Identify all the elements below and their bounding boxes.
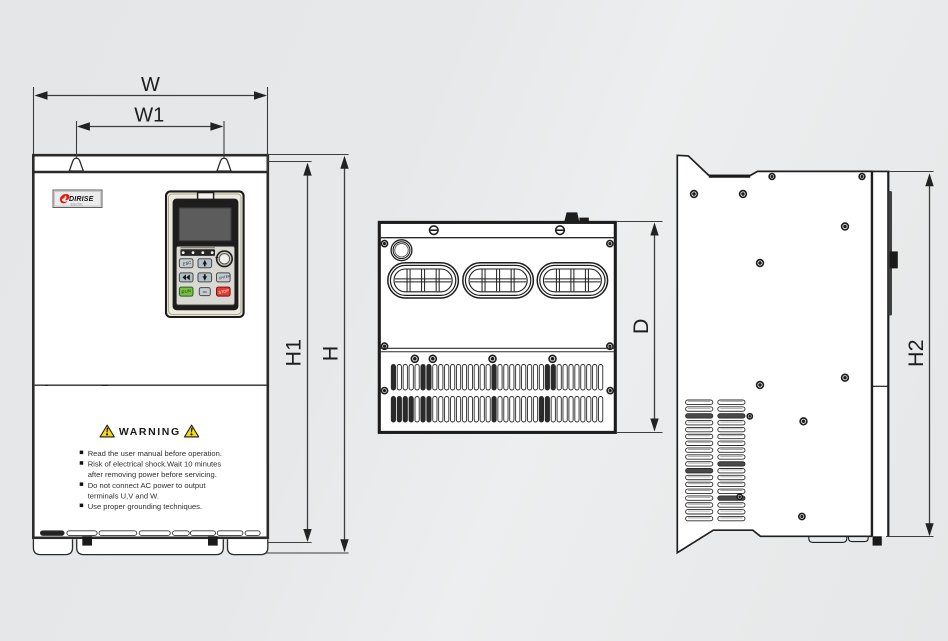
svg-text:RUN: RUN [181,288,192,295]
svg-text:W: W [141,74,160,96]
svg-text:MK: MK [203,290,208,294]
svg-text:D: D [629,319,653,335]
svg-text:H1: H1 [281,339,305,366]
svg-text:Risk of electrical shock.Wait: Risk of electrical shock.Wait 10 minutes [88,460,222,469]
svg-text:ESC: ESC [182,260,192,267]
svg-text:WARNING: WARNING [119,426,181,438]
svg-text:H: H [319,346,343,362]
svg-text:DIRISE: DIRISE [69,196,94,203]
svg-text:terminals U,V and W.: terminals U,V and W. [88,491,159,500]
svg-text:Do not connect AC power to out: Do not connect AC power to output [88,481,207,490]
svg-text:Read the user manual before op: Read the user manual before operation. [88,449,222,458]
svg-text:STOP: STOP [218,288,230,295]
svg-text:H2: H2 [904,339,928,366]
svg-text:W1: W1 [134,105,164,127]
svg-text:Electric: Electric [71,203,84,207]
svg-text:after removing power before se: after removing power before servicing. [88,470,217,479]
svg-text:ENTER: ENTER [219,274,232,280]
svg-text:Use proper grounding technique: Use proper grounding techniques. [88,502,202,511]
